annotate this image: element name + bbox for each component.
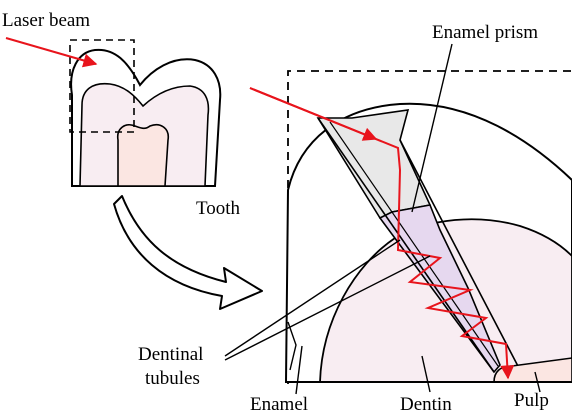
laser-beam-label: Laser beam bbox=[2, 10, 90, 31]
magnified-view bbox=[286, 71, 572, 384]
pulp-label: Pulp bbox=[514, 390, 549, 411]
enamel-prism-label: Enamel prism bbox=[432, 22, 538, 43]
tooth-illustration bbox=[70, 40, 220, 186]
dentinal-tubules-label-line1: Dentinal bbox=[138, 344, 203, 365]
tooth-pulp bbox=[118, 125, 169, 186]
enamel-label: Enamel bbox=[250, 394, 308, 414]
tooth-label: Tooth bbox=[196, 198, 241, 219]
dentin-label: Dentin bbox=[400, 394, 452, 414]
laser-beam-small bbox=[6, 38, 96, 64]
dentinal-tubules-label-line2: tubules bbox=[145, 368, 200, 389]
